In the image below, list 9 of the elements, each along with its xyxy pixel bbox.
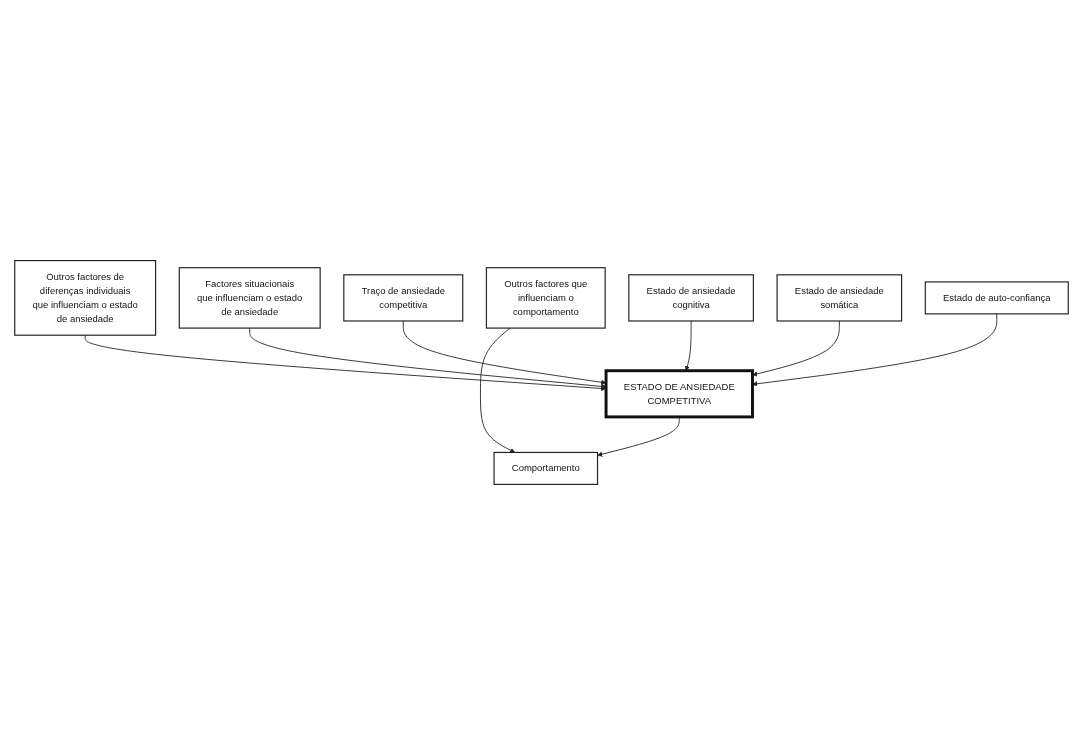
node-box: Estado de ansiedade somática (776, 274, 903, 322)
node-box: Outros factores que influenciam o comportamento (485, 267, 606, 329)
node-box: Factores situacionais que influenciam o estado de ansiedade (178, 267, 321, 329)
node-box: Traço de ansiedade competitiva (343, 274, 464, 322)
node-box: Outros factores de diferenças individuais que influenciam o estado de ansiedade (14, 260, 157, 336)
node-box: Estado de ansiedade cognitiva (628, 274, 754, 322)
node-box: Estado de auto-confiança (924, 281, 1069, 315)
node-box: Comportamento (493, 451, 599, 485)
node-box: ESTADO DE ANSIEDADE COMPETITIVA (604, 369, 754, 419)
